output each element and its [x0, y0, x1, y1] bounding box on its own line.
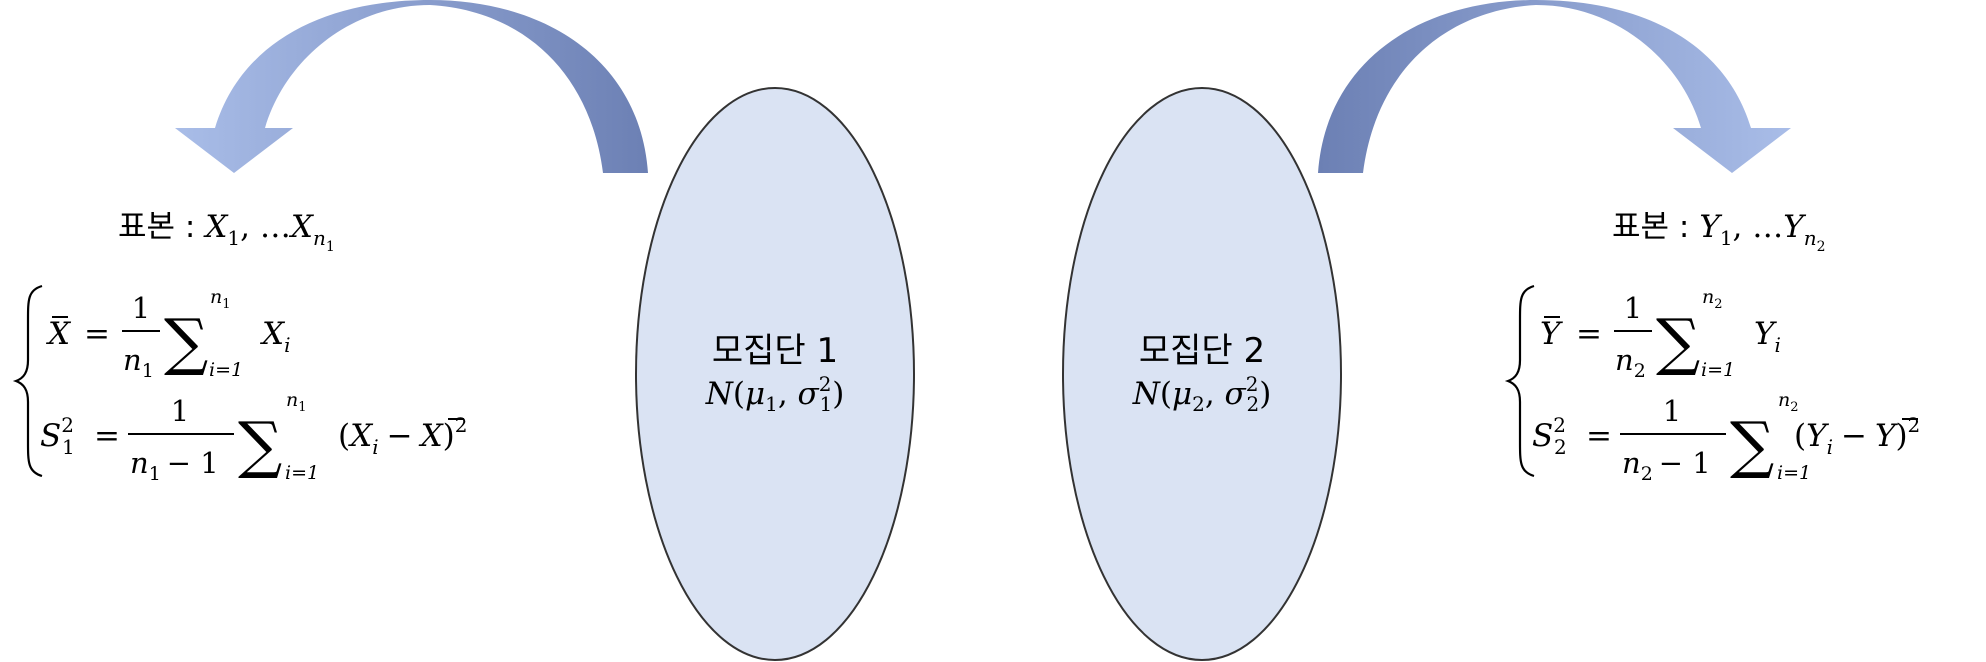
population-2-ellipse — [1062, 87, 1342, 661]
sample-1-mean-sum-sign: ∑ — [164, 305, 208, 378]
sample-2-mean-symbol: Y — [1540, 316, 1563, 352]
sample-2-var-sum-lower: i=1 — [1777, 462, 1811, 484]
sample-2-var-sum-upper: n2 — [1778, 389, 1799, 415]
sample-1-var-sum-lower: i=1 — [285, 462, 319, 484]
sample-2-mean-num: 1 — [1624, 291, 1642, 325]
population-1-ellipse — [635, 87, 915, 661]
sample-2-mean-term: Yi — [1754, 316, 1781, 357]
sample-2-brace — [1504, 284, 1535, 478]
sample-2-var-term: (Yi−Y)2 — [1794, 413, 1920, 459]
sample-1-var-eq: = — [94, 418, 120, 454]
sample-1-var-den: n1− 1 — [130, 446, 219, 485]
sample-1-mean-symbol: X — [46, 316, 72, 352]
sample-2-var-sum-sign: ∑ — [1730, 408, 1774, 481]
sample-1-var-sum-sign: ∑ — [238, 408, 282, 481]
sample-2-var-den: n2− 1 — [1622, 446, 1711, 485]
sample-1-heading: 표본 :X1, …Xn1 — [118, 209, 335, 255]
sample-1-brace — [12, 284, 43, 478]
sample-2-var-num: 1 — [1663, 394, 1681, 428]
sample-1-mean-term: Xi — [260, 316, 290, 357]
sample-1-mean-sum-upper: n1 — [210, 286, 231, 312]
sample-1-mean-sum-lower: i=1 — [209, 359, 243, 381]
sample-1-mean-den: n1 — [123, 343, 154, 382]
population-1-label: 모집단 1 — [712, 331, 838, 371]
population-2-label: 모집단 2 — [1139, 331, 1265, 371]
sample-1-var-sum-upper: n1 — [286, 389, 307, 415]
sample-2-mean-eq: = — [1576, 316, 1602, 352]
sample-2-var-eq: = — [1586, 418, 1612, 454]
sample-1-var-num: 1 — [171, 394, 189, 428]
sample-1-mean-num: 1 — [132, 291, 150, 325]
curved-arrow-left-icon — [175, 0, 648, 173]
sample-2-mean-den: n2 — [1615, 343, 1646, 382]
sample-2-mean-sum-upper: n2 — [1702, 286, 1723, 312]
sample-2-mean-sum-lower: i=1 — [1701, 359, 1735, 381]
curved-arrow-right-icon — [1318, 0, 1791, 173]
sample-2-heading: 표본 :Y1, …Yn2 — [1612, 209, 1826, 255]
sample-1-mean-eq: = — [84, 316, 110, 352]
sample-2-mean-sum-sign: ∑ — [1656, 305, 1700, 378]
sample-1-var-term: (Xi−X)2 — [338, 413, 468, 459]
